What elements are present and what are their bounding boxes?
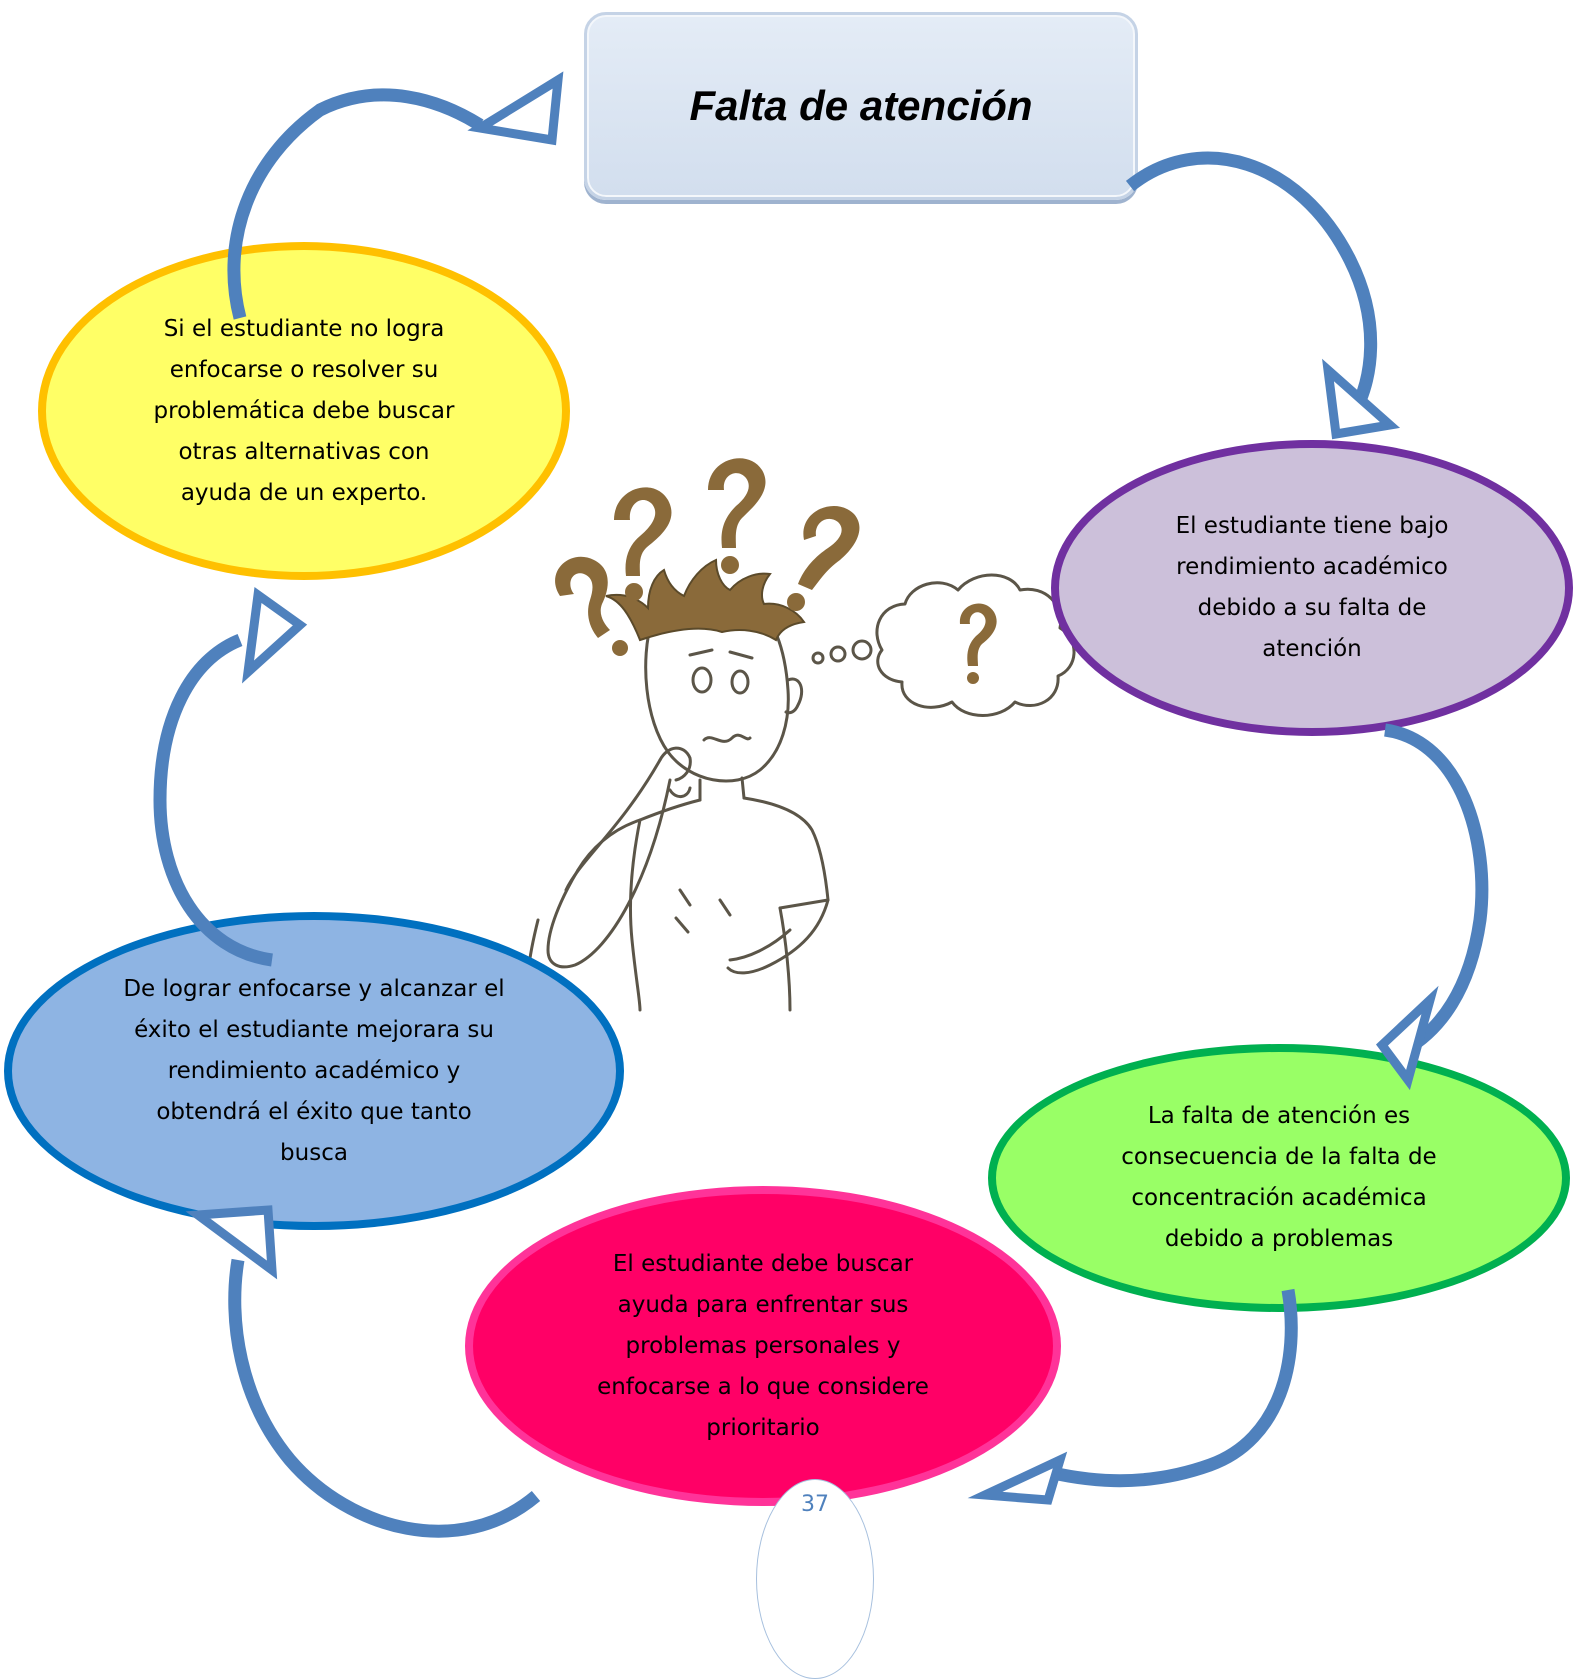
arrowhead-purple (1322, 358, 1401, 440)
arrowhead-yellow (241, 586, 308, 684)
diagram-title: Falta de atención (689, 82, 1033, 129)
node-alternatives: Si el estudiante no logra enfocarse o re… (38, 242, 570, 580)
node-concentration-text: La falta de atención es consecuencia de … (1121, 1103, 1437, 1252)
cycle-arrows (153, 71, 1489, 1538)
node-success-text: De lograr enfocarse y alcanzar el éxito … (123, 975, 505, 1166)
title-box: Falta de atención (584, 12, 1138, 200)
arrow-title-to-purple (1125, 151, 1378, 424)
confused-student-icon (526, 458, 1076, 1014)
node-low-performance-text: El estudiante tiene bajo rendimiento aca… (1175, 513, 1449, 662)
node-success: De lograr enfocarse y alcanzar el éxito … (4, 912, 624, 1230)
arrow-yellow-to-title (227, 88, 484, 320)
arrowhead-green (1375, 985, 1439, 1091)
arrowhead-pink (967, 1451, 1068, 1505)
cycle-diagram: Falta de atención (4, 12, 1573, 1679)
node-seek-help-text: El estudiante debe buscar ayuda para enf… (597, 1250, 929, 1441)
page-number: 37 (756, 1479, 874, 1679)
node-alternatives-text: Si el estudiante no logra enfocarse o re… (153, 315, 455, 506)
arrow-purple-to-green (1383, 723, 1489, 1056)
arrowhead-blue (185, 1205, 278, 1280)
node-seek-help: El estudiante debe buscar ayuda para enf… (465, 1186, 1061, 1506)
arrow-blue-to-yellow (153, 633, 274, 967)
node-concentration: La falta de atención es consecuencia de … (988, 1044, 1570, 1312)
arrow-green-to-pink (1038, 1288, 1298, 1488)
page-number-text: 37 (801, 1492, 829, 1517)
node-low-performance: El estudiante tiene bajo rendimiento aca… (1051, 440, 1573, 736)
arrow-pink-to-blue (228, 1258, 541, 1538)
arrowhead-title (467, 71, 564, 146)
